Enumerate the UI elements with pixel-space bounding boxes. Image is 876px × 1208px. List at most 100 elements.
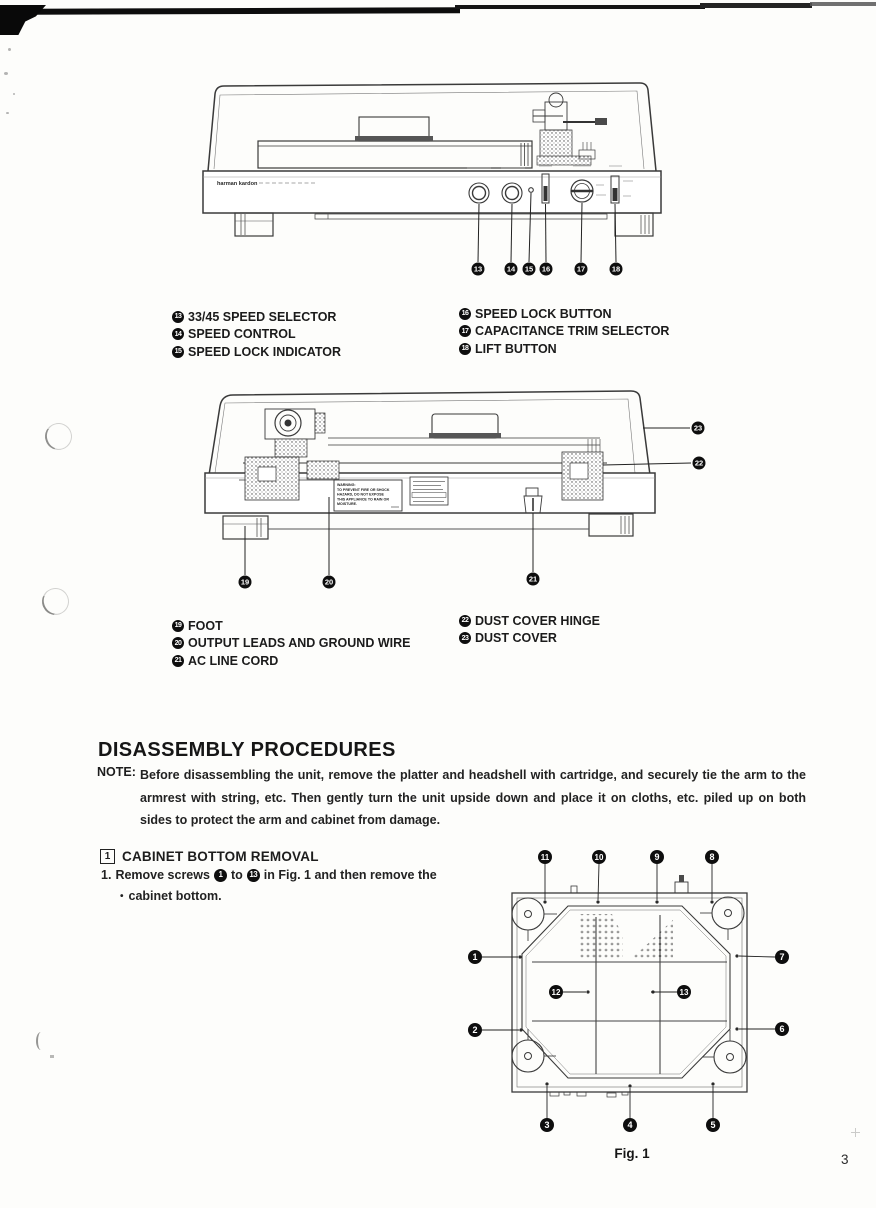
legend-label: DUST COVER HINGE: [475, 613, 601, 628]
svg-text:16: 16: [542, 265, 550, 274]
legend-num: 21: [172, 654, 184, 667]
speed-control-knob: [501, 182, 523, 204]
legend-item-22: 22 DUST COVER HINGE: [459, 612, 600, 630]
speed-lock-indicator-led: [528, 187, 534, 193]
base-shadow: [314, 213, 608, 220]
ac-line-cord: [523, 487, 543, 514]
screw-ref-13: 13: [246, 868, 260, 882]
legend-item-17: 17 CAPACITANCE TRIM SELECTOR: [459, 323, 669, 341]
svg-text:THIS APPLIANCE TO RAIN OR: THIS APPLIANCE TO RAIN OR: [337, 497, 389, 501]
legend-label: SPEED LOCK BUTTON: [475, 306, 612, 321]
bottom-foot-top-right: [700, 896, 745, 940]
scan-artifact-speck: [4, 72, 8, 75]
legend-num: 20: [172, 637, 184, 650]
legend-item-18: 18 LIFT BUTTON: [459, 340, 669, 358]
bottom-plate-octagon: [521, 905, 731, 1079]
legend-num: 17: [459, 325, 471, 338]
step-number: 1.: [101, 868, 112, 882]
tonearm-base-rear: [264, 408, 326, 458]
front-right-foot: [614, 212, 654, 237]
callout-18: 18: [609, 203, 623, 276]
bottom-foot-bottom-right: [702, 1030, 747, 1074]
page-number: 3: [841, 1152, 849, 1167]
cabinet-bottom-outline: [511, 875, 748, 1098]
legend-label: DUST COVER: [475, 631, 557, 646]
svg-text:WARNING:: WARNING:: [337, 483, 356, 487]
step-text: to: [230, 868, 243, 882]
svg-text:20: 20: [325, 578, 333, 587]
scan-artifact-top-strip: [29, 7, 461, 15]
rear-legend-left: 19 FOOT 20 OUTPUT LEADS AND GROUND WIRE …: [172, 617, 410, 670]
svg-text:13: 13: [680, 988, 689, 997]
cord-exit: [674, 881, 689, 894]
callout-9: 9: [650, 850, 664, 900]
speed-selector-knob: [468, 182, 490, 204]
dust-cover: [207, 82, 657, 172]
svg-text:12: 12: [552, 988, 561, 997]
scan-artifact-speck: [8, 48, 11, 51]
vent-holes: [578, 914, 673, 958]
legend-num: 13: [172, 310, 184, 323]
scan-artifact-top-strip: [455, 5, 705, 9]
callout-10: 10: [592, 850, 606, 901]
svg-text:14: 14: [507, 265, 516, 274]
legend-num: 23: [459, 632, 471, 645]
scan-artifact-hole-punch: [37, 583, 74, 620]
svg-text:3: 3: [544, 1120, 549, 1130]
speed-lock-button: [541, 173, 550, 204]
callout-4: 4: [623, 1088, 637, 1132]
front-view-diagram: harman kardon: [202, 82, 662, 276]
legend-item-14: 14 SPEED CONTROL: [172, 326, 341, 344]
legend-label: 33/45 SPEED SELECTOR: [188, 309, 337, 324]
note-text: Before disassembling the unit, remove th…: [140, 768, 806, 827]
legend-item-20: 20 OUTPUT LEADS AND GROUND WIRE: [172, 635, 410, 653]
legend-item-19: 19 FOOT: [172, 617, 410, 635]
fig1-caption: Fig. 1: [614, 1146, 650, 1161]
rear-right-foot: [588, 513, 634, 537]
section-title: CABINET BOTTOM REMOVAL: [122, 849, 319, 864]
legend-num: 15: [172, 345, 184, 358]
scan-artifact-mark: [50, 1055, 54, 1058]
svg-text:18: 18: [612, 265, 620, 274]
screw-ref-1: 1: [213, 868, 227, 882]
svg-text:19: 19: [241, 578, 249, 587]
dust-cover-hinge-left: [239, 456, 345, 501]
svg-text:10: 10: [595, 853, 604, 862]
svg-text:21: 21: [529, 575, 537, 584]
legend-num: 22: [459, 614, 471, 627]
svg-text:2: 2: [472, 1025, 477, 1035]
svg-text:11: 11: [541, 853, 550, 862]
step-1: 1. Remove screws 1 to 13 in Fig. 1 and t…: [101, 868, 437, 882]
svg-text:TO PREVENT FIRE OR SHOCK: TO PREVENT FIRE OR SHOCK: [337, 488, 390, 492]
callout-3: 3: [540, 1086, 554, 1132]
callout-16: 16: [539, 203, 553, 276]
callout-23: 23: [643, 421, 705, 435]
front-left-foot: [234, 212, 274, 237]
callout-5: 5: [706, 1086, 720, 1132]
scan-artifact-speck: [6, 112, 9, 114]
front-legend-right: 16 SPEED LOCK BUTTON 17 CAPACITANCE TRIM…: [459, 305, 669, 358]
scan-artifact-speck: [13, 93, 15, 95]
scan-artifact-mark: [36, 1032, 46, 1050]
svg-text:4: 4: [627, 1120, 632, 1130]
svg-text:23: 23: [694, 424, 702, 433]
svg-text:7: 7: [779, 952, 784, 962]
legend-label: SPEED CONTROL: [188, 327, 296, 342]
platter: [257, 116, 533, 169]
svg-text:HAZARD, DO NOT EXPOSE: HAZARD, DO NOT EXPOSE: [337, 493, 385, 497]
callout-12: 12: [549, 985, 586, 999]
callout-17: 17: [574, 202, 588, 276]
rib-lines: [532, 915, 727, 1074]
scan-artifact-corner: [0, 5, 46, 35]
dust-cover-hinge-right: [561, 439, 604, 501]
svg-text:1: 1: [472, 952, 477, 962]
callout-1: 1: [468, 950, 518, 964]
bottom-foot-bottom-left: [511, 1029, 556, 1073]
svg-text:22: 22: [695, 459, 703, 468]
callout-20: 20: [322, 497, 336, 589]
scan-artifact-top-strip: [810, 2, 876, 6]
dust-cover-rear: [208, 390, 651, 476]
svg-text:8: 8: [709, 852, 714, 862]
note-label: NOTE:: [97, 765, 136, 779]
